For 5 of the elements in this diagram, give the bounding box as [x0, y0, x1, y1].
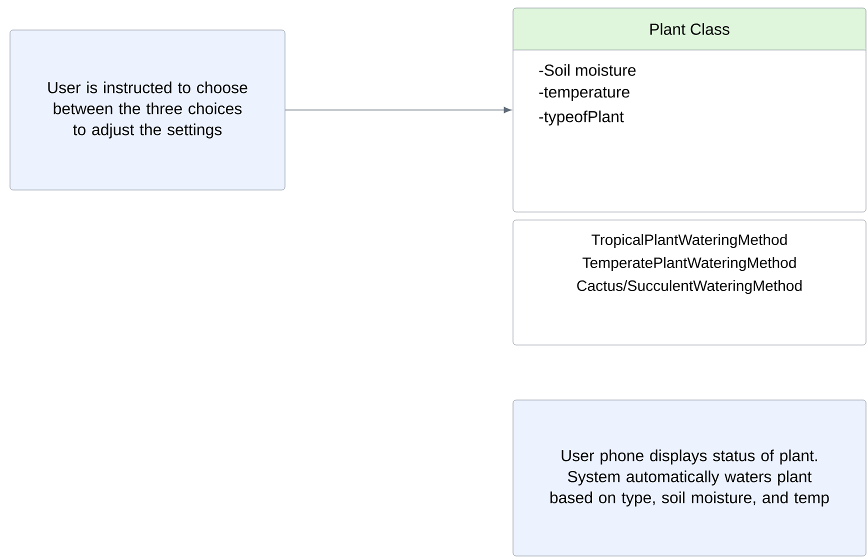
arrow: [284, 106, 512, 114]
class-box: Plant Class -Soil moisture -temperature -typeofPlant: [512, 8, 866, 212]
method-box: TropicalPlantWateringMethod TemperatePlantWateringMethod Cactus/SucculentWateringMethod: [512, 220, 866, 346]
note-box: User phone displays status of plant. System automatically waters plant based on type, soil moisture, and temp: [512, 400, 866, 556]
note-box: User is instructed to choose between the three choices to adjust the settings: [10, 30, 286, 190]
